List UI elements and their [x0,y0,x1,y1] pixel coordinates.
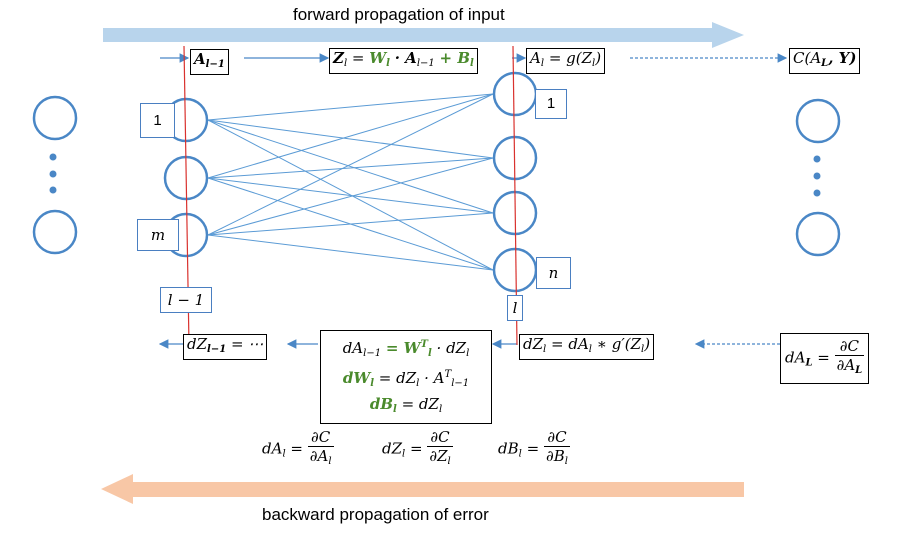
right-ellipsis-dot-3 [813,189,821,197]
cost-box: C(AL, Y) [789,48,861,74]
connection-1-2 [207,119,494,159]
left-ellipsis-dot-2 [49,170,57,178]
connection-2-1 [207,93,494,179]
gradient-box: dAl−1 = WTl · dZl dWl = dZl · ATl−1 dBl … [320,330,492,424]
left-ellipsis-dot-1 [49,153,57,161]
backward-caption: backward propagation of error [262,505,489,524]
da-definition: dAl = ∂C∂Al [262,428,334,467]
prev-layer-label: l − 1 [160,287,212,313]
right-ellipsis-dot-1 [813,155,821,163]
curr-neuron-4 [492,247,538,293]
prev-bottom-label: m [137,219,179,251]
grad-line-2: dWl = dZl · ATl−1 [342,369,470,389]
connection-3-1 [207,93,494,236]
connection-3-2 [207,157,494,236]
a-equation-box: Al = g(Zl) [526,48,606,74]
left-neuron-2 [32,209,78,255]
dz-definition: dZl = ∂C∂Zl [382,428,453,467]
curr-bottom-label: n [536,257,571,289]
curr-neuron-1 [492,71,538,117]
connection-3-3 [207,212,494,236]
left-ellipsis-dot-3 [49,186,57,194]
connection-1-1 [207,93,494,121]
forward-caption: forward propagation of input [293,5,505,24]
connection-1-3 [207,119,494,214]
right-neuron-2 [795,211,841,257]
dz-prev-box: dZl−1 = ⋯ [183,334,268,360]
right-ellipsis-dot-2 [813,172,821,180]
connections [207,93,494,271]
prev-top-label: 1 [140,103,175,138]
left-neuron-1 [32,95,78,141]
forward-arrow [103,22,744,48]
dal-box: dAL = ∂C∂AL [780,333,870,384]
curr-top-label: 1 [535,89,567,119]
db-definition: dBl = ∂C∂Bl [498,428,570,467]
dz-current-box: dZl = dAl ∗ g′(Zl) [519,334,655,360]
backward-arrow [101,474,744,504]
a-prev-box: Al−1 [190,49,229,75]
curr-layer-label: l [507,295,523,321]
connection-2-3 [207,177,494,214]
grad-line-1: dAl−1 = WTl · dZl [342,339,470,359]
grad-line-3: dBl = dZl [369,395,443,415]
connection-3-4 [207,234,494,271]
connection-2-2 [207,157,494,179]
right-neuron-1 [795,98,841,144]
z-equation-box: Zl = Wl · Al−1 + Bl [329,48,478,74]
